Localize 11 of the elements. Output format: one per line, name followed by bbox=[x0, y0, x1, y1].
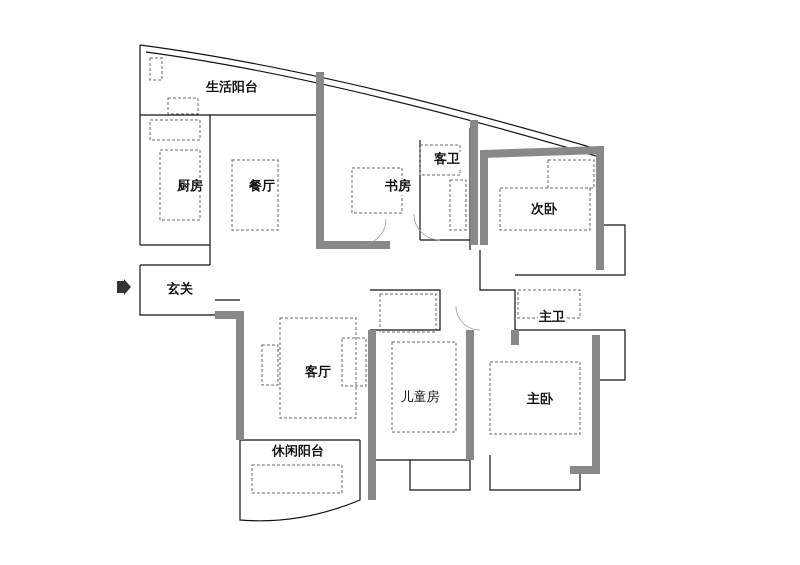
room-label: 餐厅 bbox=[248, 179, 276, 195]
room-label: 书房 bbox=[384, 179, 412, 195]
room-label: 生活阳台 bbox=[205, 80, 259, 96]
room-label: 儿童房 bbox=[400, 390, 440, 406]
room-label: 休闲阳台 bbox=[271, 444, 325, 460]
room-label: 客厅 bbox=[304, 365, 332, 381]
room-label: 玄关 bbox=[166, 282, 194, 298]
room-label: 厨房 bbox=[176, 179, 204, 195]
room-label: 客卫 bbox=[433, 152, 461, 168]
room-label: 主卧 bbox=[526, 392, 554, 408]
room-label: 次卧 bbox=[530, 202, 558, 218]
